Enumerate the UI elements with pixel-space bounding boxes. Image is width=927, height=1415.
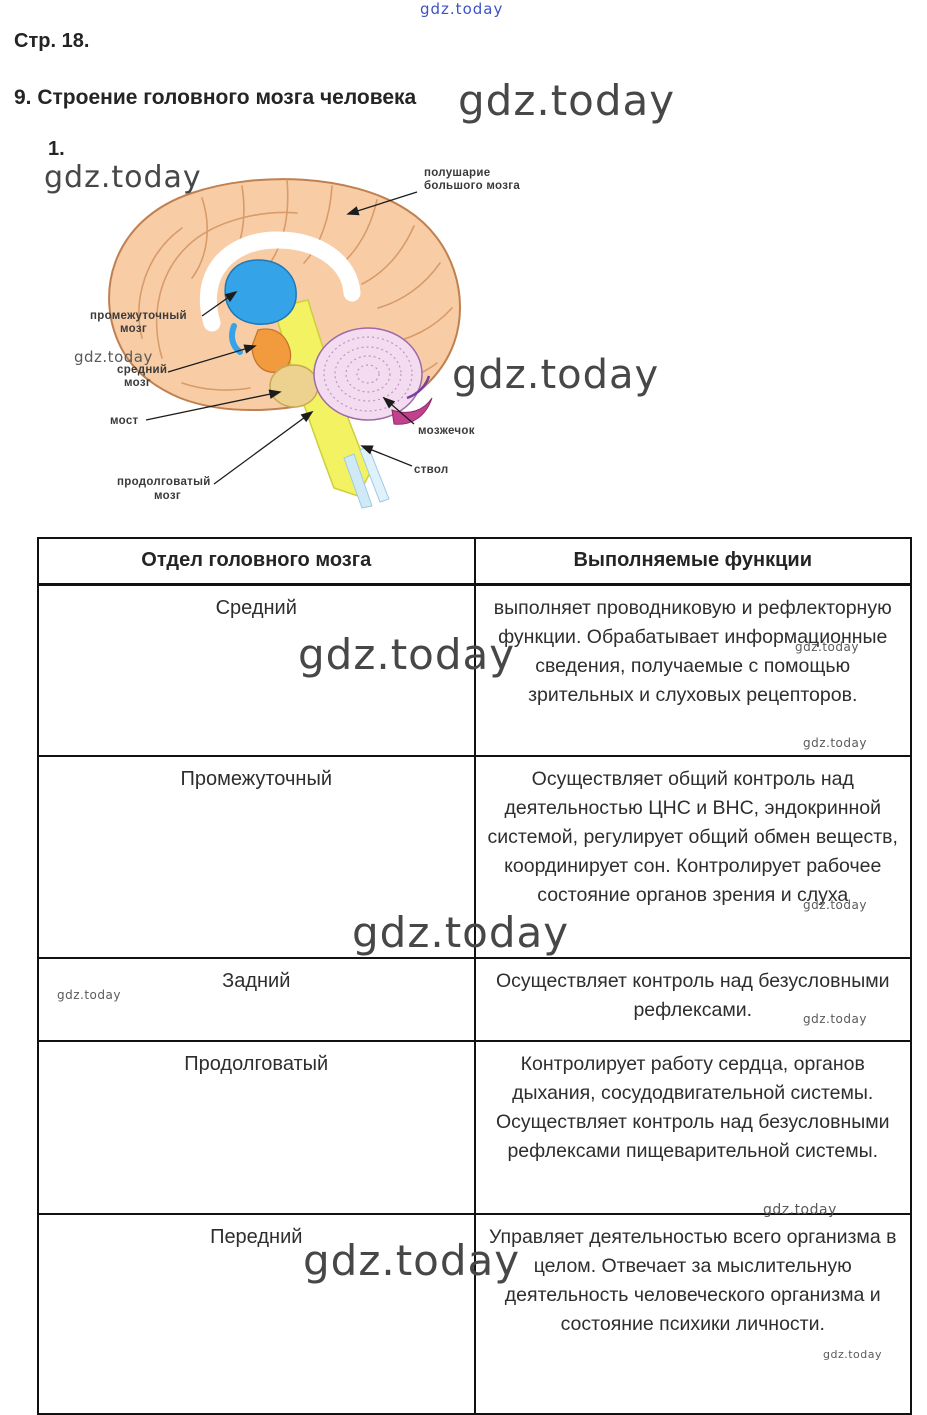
brain-diagram: полушарие большого мозга промежуточный м… — [62, 158, 622, 518]
cerebellum-tonsil-shape — [391, 397, 433, 425]
functions-cell: Осуществляет контроль над безусловными р… — [473, 957, 912, 1042]
watermark: gdz.today — [458, 76, 676, 125]
section-cell: Продолговатый — [37, 1040, 476, 1215]
table-row: Продолговатый Контролирует работу сердца… — [37, 1040, 912, 1215]
label-diencephalon: мозг — [120, 323, 147, 335]
section-cell: Передний — [37, 1213, 476, 1415]
table-row: Промежуточный Осуществляет общий контрол… — [37, 755, 912, 959]
functions-cell: Контролирует работу сердца, органов дыха… — [473, 1040, 912, 1215]
watermark: gdz.today — [44, 160, 202, 195]
watermark: gdz.today — [57, 988, 121, 1002]
section-cell: Промежуточный — [37, 755, 476, 959]
watermark: gdz.today — [303, 1236, 521, 1285]
watermark: gdz.today — [763, 1202, 837, 1218]
label-cerebellum: мозжечок — [418, 425, 475, 437]
watermark: gdz.today — [803, 736, 867, 750]
item-number: 1. — [48, 138, 65, 160]
watermark: gdz.today — [803, 898, 867, 912]
watermark: gdz.today — [803, 1012, 867, 1026]
page-title: 9. Строение головного мозга человека — [14, 86, 417, 109]
cerebellum-shape — [313, 327, 423, 421]
watermark: gdz.today — [298, 630, 516, 679]
table-header-row: Отдел головного мозга Выполняемые функци… — [37, 537, 912, 586]
label-brainstem: ствол — [414, 464, 449, 476]
functions-cell: Осуществляет общий контроль над деятельн… — [473, 755, 912, 959]
table-header-functions: Выполняемые функции — [473, 537, 912, 586]
label-midbrain: средний — [117, 364, 167, 376]
label-midbrain: мозг — [124, 377, 151, 389]
label-medulla: мозг — [154, 490, 181, 502]
watermark: gdz.today — [420, 0, 504, 18]
brain-functions-table: Отдел головного мозга Выполняемые функци… — [37, 537, 912, 1415]
diencephalon-shape — [224, 259, 297, 325]
watermark: gdz.today — [452, 352, 660, 398]
functions-cell: выполняет проводниковую и рефлекторную ф… — [473, 583, 912, 757]
watermark: gdz.today — [74, 348, 153, 366]
label-diencephalon: промежуточный — [90, 310, 187, 322]
section-cell: Задний — [37, 957, 476, 1042]
section-cell: Средний — [37, 583, 476, 757]
brain-illustration: полушарие большого мозга промежуточный м… — [90, 167, 520, 509]
diagram-arrows — [145, 191, 418, 485]
cerebellum-fold-line — [406, 375, 431, 400]
watermark: gdz.today — [352, 908, 570, 957]
table-row: Средний выполняет проводниковую и рефлек… — [37, 583, 912, 757]
label-pons: мост — [110, 415, 139, 427]
pons-shape — [269, 364, 319, 408]
cerebellum-texture — [323, 336, 413, 412]
table-row: Передний Управляет деятельностью всего о… — [37, 1213, 912, 1415]
label-hemisphere: большого мозга — [424, 180, 520, 192]
label-medulla: продолговатый — [117, 476, 211, 488]
table-row: Задний Осуществляет контроль над безусло… — [37, 957, 912, 1042]
watermark: gdz.today — [823, 1348, 883, 1361]
corpus-callosum-shape — [199, 231, 361, 332]
stem-streak — [343, 453, 373, 509]
functions-cell: Управляет деятельностью всего организма … — [473, 1213, 912, 1415]
table-header-section: Отдел головного мозга — [37, 537, 476, 586]
watermark: gdz.today — [795, 640, 859, 654]
page-number-label: Стр. 18. — [14, 30, 90, 52]
label-hemisphere: полушарие — [424, 167, 490, 179]
